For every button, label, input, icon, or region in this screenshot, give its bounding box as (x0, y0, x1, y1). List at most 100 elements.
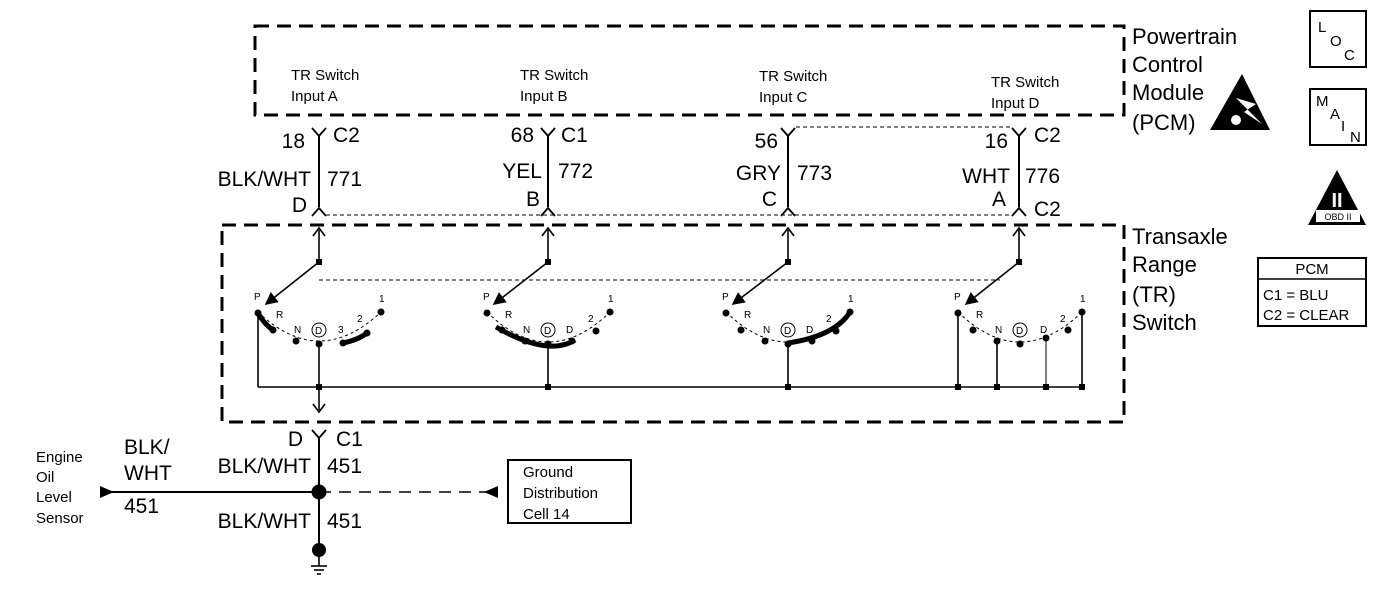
svg-text:A: A (1330, 106, 1340, 123)
svg-text:TR Switch: TR Switch (291, 67, 359, 84)
svg-text:N: N (763, 325, 770, 336)
svg-text:2: 2 (588, 314, 594, 325)
ground-distribution-box (507, 459, 632, 524)
svg-text:C2: C2 (333, 124, 360, 147)
engine-oil-connector-arrow (100, 486, 114, 498)
pcm-input-b-label: TR Switch Input B (520, 67, 588, 105)
svg-text:C2: C2 (1034, 124, 1061, 147)
svg-text:D: D (292, 194, 307, 217)
svg-text:D: D (566, 325, 573, 336)
svg-text:Ground: Ground (523, 464, 573, 481)
svg-text:TR Switch: TR Switch (759, 68, 827, 85)
svg-text:Cell 14: Cell 14 (523, 506, 570, 523)
svg-text:18: 18 (282, 130, 305, 153)
svg-text:C1: C1 (561, 124, 588, 147)
main-icon: M A I N (1309, 88, 1367, 146)
wire-776-labels: 16 C2 WHT 776 A C2 (962, 124, 1061, 221)
svg-text:L: L (1318, 19, 1326, 36)
svg-text:Powertrain: Powertrain (1132, 24, 1237, 49)
esd-warning-icon (1210, 74, 1270, 130)
pcm-input-c-label: TR Switch Input C (759, 68, 827, 106)
svg-text:771: 771 (327, 168, 362, 191)
svg-text:68: 68 (511, 124, 534, 147)
svg-text:D: D (784, 326, 791, 337)
svg-text:Switch: Switch (1132, 310, 1197, 335)
svg-text:C: C (762, 188, 777, 211)
loc-icon: L O C (1309, 10, 1367, 68)
svg-text:Input C: Input C (759, 89, 808, 106)
pcm-dashed-box (253, 24, 1126, 117)
svg-text:C1 = BLU: C1 = BLU (1263, 287, 1328, 304)
svg-text:1: 1 (848, 294, 854, 305)
svg-text:P: P (483, 292, 490, 303)
svg-text:D: D (288, 428, 303, 451)
svg-text:N: N (995, 325, 1002, 336)
svg-text:N: N (1350, 129, 1361, 146)
wire-circuit-773 (780, 127, 796, 217)
splice-point (311, 484, 327, 500)
svg-text:N: N (523, 325, 530, 336)
svg-text:451: 451 (327, 455, 362, 478)
wire-772-labels: 68 C1 YEL 772 B (502, 124, 593, 211)
svg-text:BLK/: BLK/ (124, 436, 170, 459)
svg-text:C1: C1 (336, 428, 363, 451)
svg-text:GRY: GRY (736, 162, 781, 185)
svg-text:PCM: PCM (1295, 261, 1328, 278)
svg-text:16: 16 (985, 130, 1008, 153)
svg-text:Sensor: Sensor (36, 510, 84, 527)
tr-switch-title: Transaxle Range (TR) Switch (1132, 224, 1228, 335)
pcm-input-d-label: TR Switch Input D (991, 74, 1059, 112)
group-1-position-labels: P R N D 3 2 1 (254, 292, 385, 337)
pcm-title: Powertrain Control Module (PCM) (1132, 24, 1237, 135)
wire-451-labels: D C1 BLK/WHT 451 BLK/WHT 451 BLK/ WHT 45… (124, 428, 363, 533)
wire-circuit-771 (311, 127, 327, 217)
obd-ii-icon: II OBD II (1308, 170, 1366, 225)
svg-text:P: P (722, 292, 729, 303)
drive-position-markers (311, 322, 1028, 338)
engine-oil-level-sensor-label: Engine Oil Level Sensor (36, 449, 84, 527)
svg-text:BLK/WHT: BLK/WHT (218, 510, 312, 533)
svg-text:Transaxle: Transaxle (1132, 224, 1228, 249)
svg-text:D: D (1016, 326, 1023, 337)
svg-text:OBD II: OBD II (1324, 212, 1351, 222)
svg-text:Distribution: Distribution (523, 485, 598, 502)
svg-text:R: R (976, 310, 983, 321)
svg-text:Engine: Engine (36, 449, 83, 466)
svg-text:1: 1 (379, 294, 385, 305)
wire-circuit-776 (1011, 127, 1027, 217)
svg-text:N: N (294, 325, 301, 336)
svg-text:A: A (992, 188, 1006, 211)
svg-text:Oil: Oil (36, 469, 54, 486)
svg-text:C: C (1344, 47, 1355, 64)
svg-text:2: 2 (826, 314, 832, 325)
svg-text:C2 = CLEAR: C2 = CLEAR (1263, 307, 1349, 324)
svg-text:TR Switch: TR Switch (520, 67, 588, 84)
svg-text:1: 1 (1080, 294, 1086, 305)
tr-switch-mechanism (255, 226, 1083, 388)
svg-text:3: 3 (338, 325, 344, 336)
wire-circuit-772 (540, 127, 556, 217)
svg-text:P: P (954, 292, 961, 303)
ground-distribution-label: Ground Distribution Cell 14 (523, 464, 598, 523)
group-3-position-labels: P R N D D 2 1 (722, 292, 854, 337)
wire-773-labels: 56 GRY 773 C (736, 130, 832, 211)
svg-text:WHT: WHT (962, 165, 1010, 188)
svg-text:56: 56 (755, 130, 778, 153)
svg-text:D: D (806, 325, 813, 336)
svg-text:451: 451 (124, 495, 159, 518)
svg-text:P: P (254, 292, 261, 303)
svg-text:776: 776 (1025, 165, 1060, 188)
svg-text:R: R (744, 310, 751, 321)
group-2-position-labels: P R N D D 2 1 (483, 292, 614, 337)
wire-circuit-451 (102, 390, 496, 575)
svg-text:C2: C2 (1034, 198, 1061, 221)
svg-text:BLK/WHT: BLK/WHT (218, 168, 312, 191)
svg-text:451: 451 (327, 510, 362, 533)
ground-icon (312, 543, 326, 557)
svg-text:D: D (544, 326, 551, 337)
svg-text:772: 772 (558, 160, 593, 183)
ground-distribution-arrow (484, 486, 498, 498)
svg-text:773: 773 (797, 162, 832, 185)
svg-text:M: M (1316, 93, 1329, 110)
svg-text:Input A: Input A (291, 88, 338, 105)
